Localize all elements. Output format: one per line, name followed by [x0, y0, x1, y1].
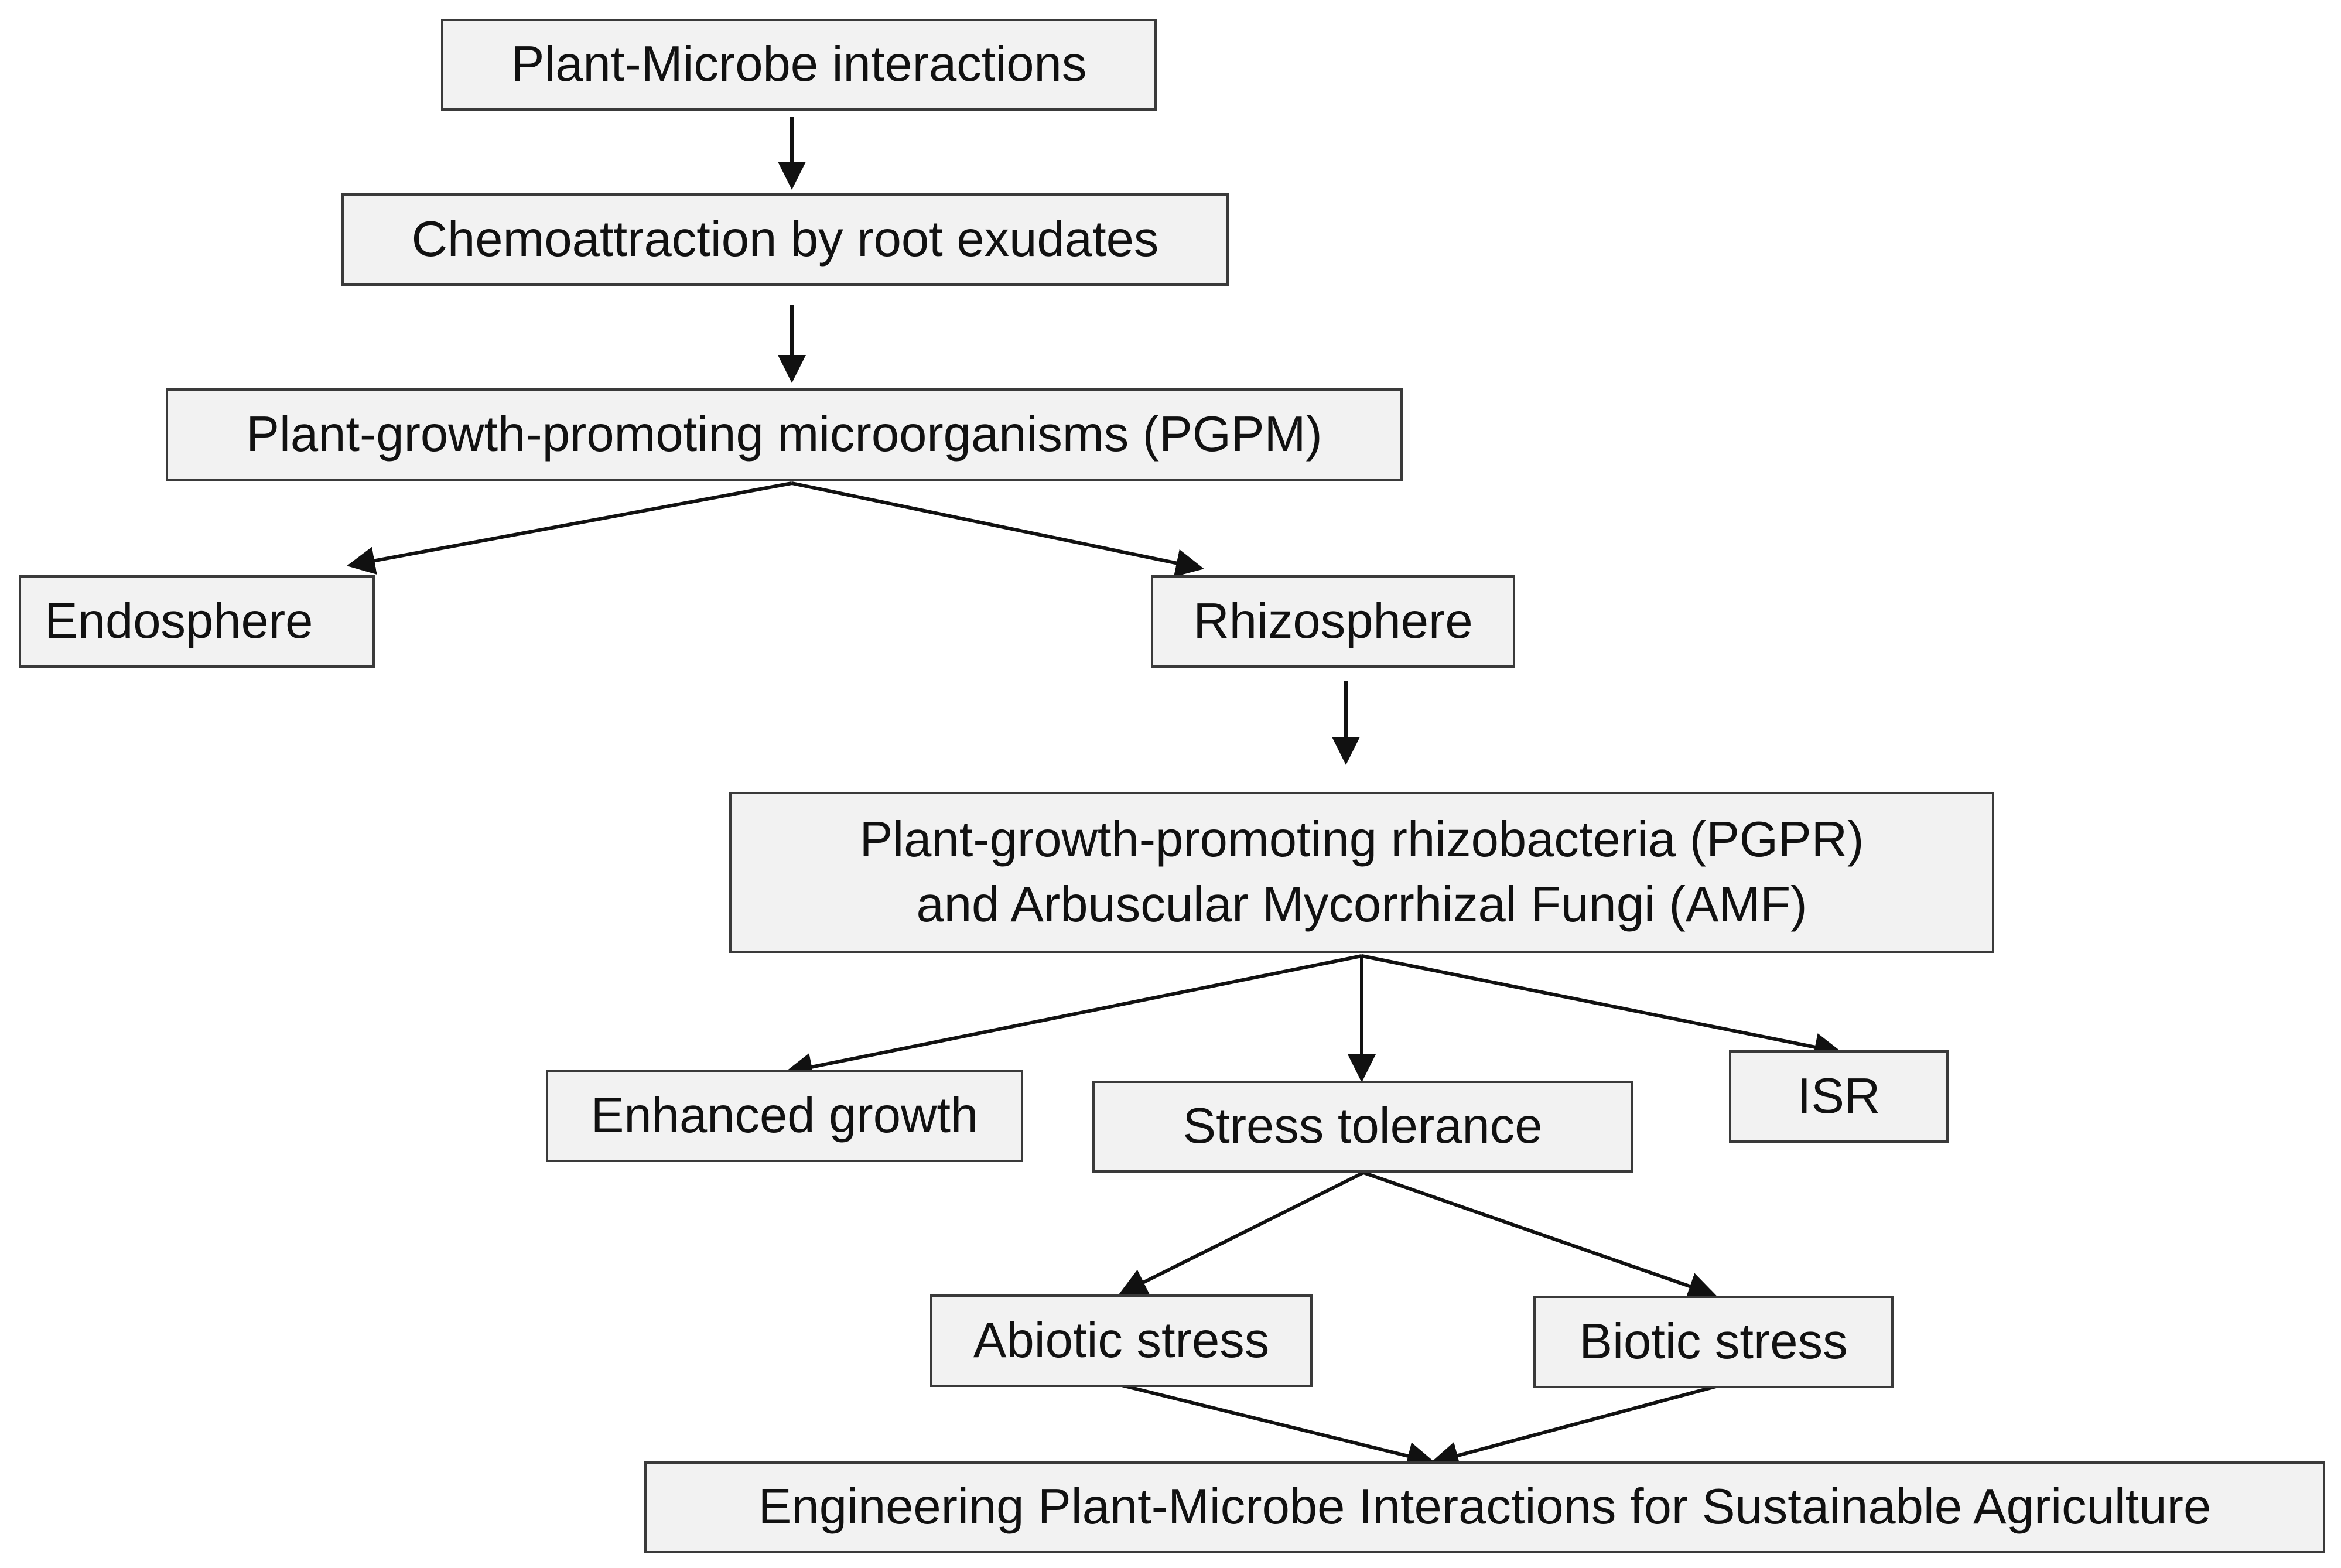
arrow-abiotic-to-engineering	[1121, 1383, 1436, 1470]
node-label: ISR	[1797, 1068, 1881, 1124]
node-label-line-2: and Arbuscular Mycorrhizal Fungi (AMF)	[916, 876, 1807, 932]
node-abiotic-stress: Abiotic stress	[930, 1294, 1313, 1387]
node-label: Plant-Microbe interactions	[511, 36, 1087, 93]
node-label: Abiotic stress	[973, 1312, 1270, 1368]
arrow-pgpr-to-isr	[1361, 954, 1843, 1061]
node-label: Endosphere	[45, 593, 313, 649]
arrow-pgpm-to-endosphere	[347, 481, 792, 575]
node-label: Rhizosphere	[1193, 593, 1473, 649]
arrow-stress-to-biotic	[1363, 1171, 1717, 1300]
node-rhizosphere: Rhizosphere	[1151, 575, 1515, 668]
node-label: Stress tolerance	[1183, 1098, 1543, 1154]
arrow-stress-to-abiotic	[1118, 1171, 1365, 1295]
node-stress-tolerance: Stress tolerance	[1092, 1081, 1633, 1173]
node-endosphere: Endosphere	[19, 575, 375, 668]
node-isr: ISR	[1729, 1050, 1949, 1143]
node-engineering-sustainable-agriculture: Engineering Plant-Microbe Interactions f…	[644, 1461, 2325, 1553]
node-label: Engineering Plant-Microbe Interactions f…	[758, 1479, 2212, 1535]
arrow-biotic-to-engineering	[1430, 1385, 1717, 1470]
node-label-line-1: Plant-growth-promoting rhizobacteria (PG…	[859, 812, 1864, 867]
node-pgpm: Plant-growth-promoting microorganisms (P…	[166, 388, 1403, 481]
node-plant-microbe-interactions: Plant-Microbe interactions	[441, 19, 1157, 111]
node-label: Biotic stress	[1579, 1313, 1848, 1369]
node-label: Plant-growth-promoting microorganisms (P…	[246, 406, 1322, 462]
arrow-pgpm-to-rhizosphere	[791, 481, 1204, 577]
node-biotic-stress: Biotic stress	[1533, 1296, 1894, 1388]
node-enhanced-growth: Enhanced growth	[546, 1070, 1023, 1162]
node-label: Chemoattraction by root exudates	[411, 211, 1159, 267]
arrow-pgpr-to-enhanced-growth	[784, 954, 1362, 1081]
node-label-group: Plant-growth-promoting rhizobacteria (PG…	[860, 808, 1864, 937]
node-label: Enhanced growth	[590, 1087, 979, 1143]
node-pgpr-amf: Plant-growth-promoting rhizobacteria (PG…	[729, 792, 1994, 953]
node-chemoattraction: Chemoattraction by root exudates	[341, 193, 1229, 286]
